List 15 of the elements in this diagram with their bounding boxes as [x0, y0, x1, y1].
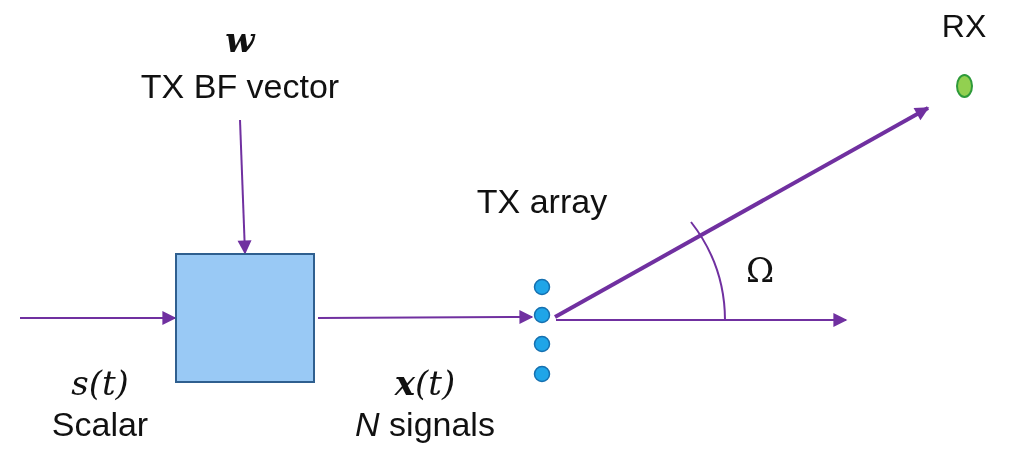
process-box — [175, 253, 315, 383]
text-label: N signals — [355, 405, 495, 444]
arrow — [19, 311, 177, 325]
node-label: TX BF vector — [140, 67, 340, 106]
arrow — [317, 310, 534, 325]
math-label: s(t) — [71, 363, 129, 403]
text-label: Scalar — [51, 405, 149, 444]
array-caption: TX array — [476, 182, 608, 221]
arrow — [237, 119, 252, 255]
math-label: x(t) — [394, 363, 456, 403]
antenna-array-drawing — [532, 277, 552, 383]
arrow — [554, 106, 930, 319]
node-label: RX — [941, 8, 987, 45]
vector-symbol: w — [225, 20, 255, 60]
angle-symbol: Ω — [745, 250, 775, 290]
